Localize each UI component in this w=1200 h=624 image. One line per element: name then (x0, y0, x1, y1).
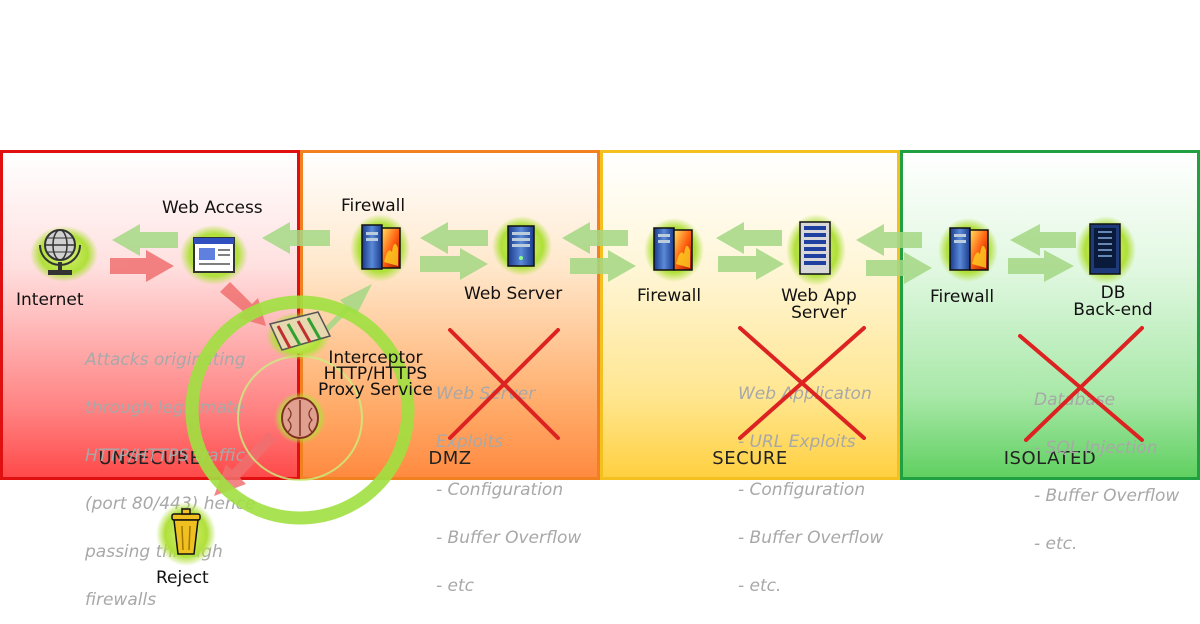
firewall-2-node[interactable] (644, 218, 704, 282)
zone-label-isolated: ISOLATED (1003, 448, 1097, 469)
server-icon (507, 225, 535, 267)
label-line: HTTP/HTTPS (323, 364, 428, 384)
db-backend-node[interactable] (1076, 216, 1136, 284)
arrow-left-icon (420, 222, 488, 254)
firewall-3-label: Firewall (930, 287, 995, 307)
label-line: DB (1100, 283, 1126, 303)
web-page-icon (193, 237, 235, 273)
arrow-right-icon (718, 248, 784, 280)
firewall-server-icon (361, 224, 401, 270)
zone-label-secure: SECURE (712, 448, 788, 469)
label-line: Back-end (1073, 300, 1153, 320)
label-line: Web App (781, 286, 857, 306)
note-line: - Buffer Overflow (1034, 486, 1180, 506)
note-line: Web Applicaton (738, 384, 872, 404)
web-server-node[interactable] (492, 216, 552, 276)
interceptor-halo (185, 295, 415, 525)
arrow-diagonal-icon (214, 432, 276, 496)
note-line: - Configuration (436, 480, 564, 500)
firewall-server-icon (653, 227, 693, 271)
brain-icon (281, 397, 319, 439)
arrow-right-icon (866, 252, 932, 284)
zone-isolated: ISOLATED (900, 150, 1200, 480)
trash-bin-icon (171, 508, 201, 555)
note-line: - etc. (738, 576, 782, 596)
arrow-left-icon (112, 224, 178, 256)
note-line: - Buffer Overflow (436, 528, 582, 548)
label-line: Interceptor (328, 348, 423, 368)
db-backend-label: DB Back-end (1064, 285, 1162, 319)
web-app-server-node[interactable] (786, 214, 846, 286)
reject-label: Reject (156, 568, 209, 588)
note-line: Database (1034, 390, 1116, 410)
note-line: Web Server (436, 384, 536, 404)
arrow-right-icon (420, 248, 488, 280)
label-line: Proxy Service (318, 380, 433, 400)
interceptor-label: Interceptor HTTP/HTTPS Proxy Service (318, 348, 433, 400)
arrow-right-icon (110, 250, 174, 282)
arrow-right-icon (1008, 250, 1074, 282)
firewall-1-label: Firewall (341, 196, 406, 216)
internet-label: Internet (16, 290, 84, 310)
database-server-icon (1089, 223, 1121, 275)
web-server-label: Web Server (464, 284, 563, 304)
web-app-server-label: Web App Server (772, 288, 866, 322)
note-line: - SQL Injection (1034, 438, 1158, 458)
cross-icon (448, 328, 560, 440)
zone-label-dmz: DMZ (428, 448, 472, 469)
web-server-threats-note: Web Server Exploits - Configuration - Bu… (436, 354, 581, 610)
firewall-1-node[interactable] (350, 214, 410, 282)
interceptor-node[interactable] (266, 311, 332, 360)
arrow-left-icon (856, 224, 922, 256)
note-line: through legitimate (85, 398, 244, 418)
arrow-left-icon (716, 222, 782, 254)
note-line: - URL Exploits (738, 432, 856, 452)
cross-icon (1018, 326, 1144, 442)
zone-label-unsecure: UNSECURE (98, 448, 202, 469)
web-access-node[interactable] (180, 225, 248, 285)
note-line: - etc. (1034, 534, 1078, 554)
database-threats-note: Database - SQL Injection - Buffer Overfl… (1034, 360, 1179, 568)
note-line: - Configuration (738, 480, 866, 500)
note-line: - Buffer Overflow (738, 528, 884, 548)
app-server-rack-icon (799, 221, 831, 275)
filter-rack-icon (268, 311, 332, 351)
arrow-left-icon (262, 222, 330, 254)
blocked-marks (448, 326, 1144, 442)
brain-node (274, 392, 326, 444)
note-line: Attacks originating (85, 350, 246, 370)
arrow-left-icon (1010, 224, 1076, 256)
traffic-arrows (112, 222, 1076, 336)
reject-node[interactable] (156, 502, 216, 566)
arrow-left-icon (562, 222, 628, 254)
web-access-label: Web Access (162, 198, 263, 218)
network-diagram (30, 214, 1144, 566)
cross-icon (738, 326, 866, 440)
firewall-3-node[interactable] (938, 218, 998, 282)
firewall-server-icon (949, 227, 989, 271)
arrow-right-icon (570, 250, 636, 282)
globe-icon (39, 229, 81, 275)
internet-node[interactable] (30, 226, 98, 282)
web-app-threats-note: Web Applicaton - URL Exploits - Configur… (738, 354, 883, 610)
label-line: Server (791, 303, 847, 323)
note-line: - etc (436, 576, 475, 596)
firewall-2-label: Firewall (637, 286, 702, 306)
